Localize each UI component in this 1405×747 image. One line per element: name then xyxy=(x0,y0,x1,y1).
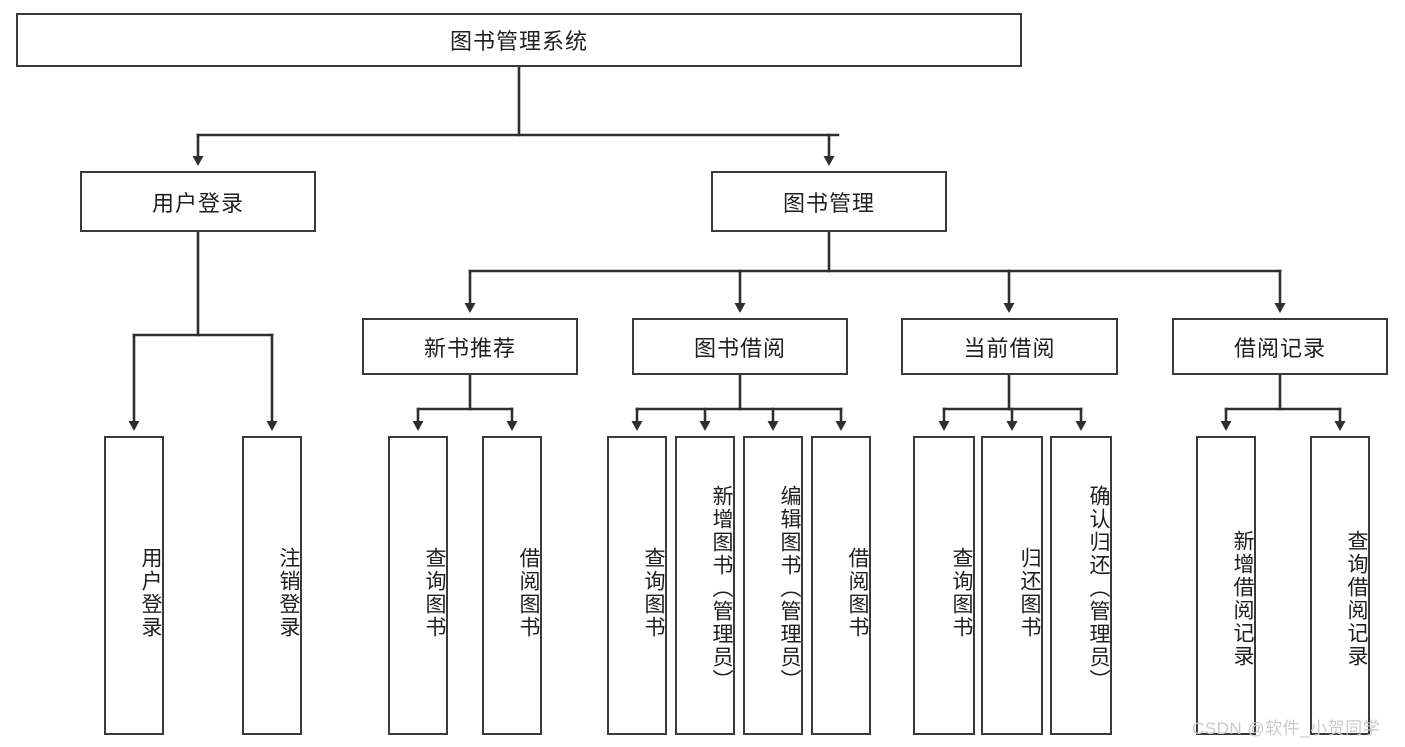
node-leaf-return-book[interactable]: 归还图书 xyxy=(981,436,1043,735)
node-leaf-query-book-recommend[interactable]: 查询图书 xyxy=(388,436,448,735)
node-leaf-confirm-return-admin[interactable]: 确认归还（管理员） xyxy=(1050,436,1112,735)
node-leaf-user-login[interactable]: 用户登录 xyxy=(104,436,164,735)
node-current-borrow[interactable]: 当前借阅 xyxy=(901,318,1118,375)
node-root[interactable]: 图书管理系统 xyxy=(16,13,1022,67)
node-leaf-logout-login[interactable]: 注销登录 xyxy=(242,436,302,735)
node-leaf-query-book-borrow[interactable]: 查询图书 xyxy=(607,436,667,735)
node-leaf-borrow-book[interactable]: 借阅图书 xyxy=(811,436,871,735)
node-leaf-query-borrow-record[interactable]: 查询借阅记录 xyxy=(1310,436,1370,735)
node-leaf-add-borrow-record[interactable]: 新增借阅记录 xyxy=(1196,436,1256,735)
node-leaf-edit-book-admin[interactable]: 编辑图书（管理员） xyxy=(743,436,803,735)
node-leaf-query-book-current[interactable]: 查询图书 xyxy=(913,436,975,735)
node-book-borrow[interactable]: 图书借阅 xyxy=(632,318,848,375)
node-new-book-recommend[interactable]: 新书推荐 xyxy=(362,318,578,375)
node-borrow-record[interactable]: 借阅记录 xyxy=(1172,318,1388,375)
node-user-login[interactable]: 用户登录 xyxy=(80,171,316,232)
csdn-watermark: CSDN @软件_小贺同学 xyxy=(1192,719,1381,738)
node-leaf-borrow-book-recommend[interactable]: 借阅图书 xyxy=(482,436,542,735)
node-book-management[interactable]: 图书管理 xyxy=(711,171,947,232)
node-leaf-add-book-admin[interactable]: 新增图书（管理员） xyxy=(675,436,735,735)
